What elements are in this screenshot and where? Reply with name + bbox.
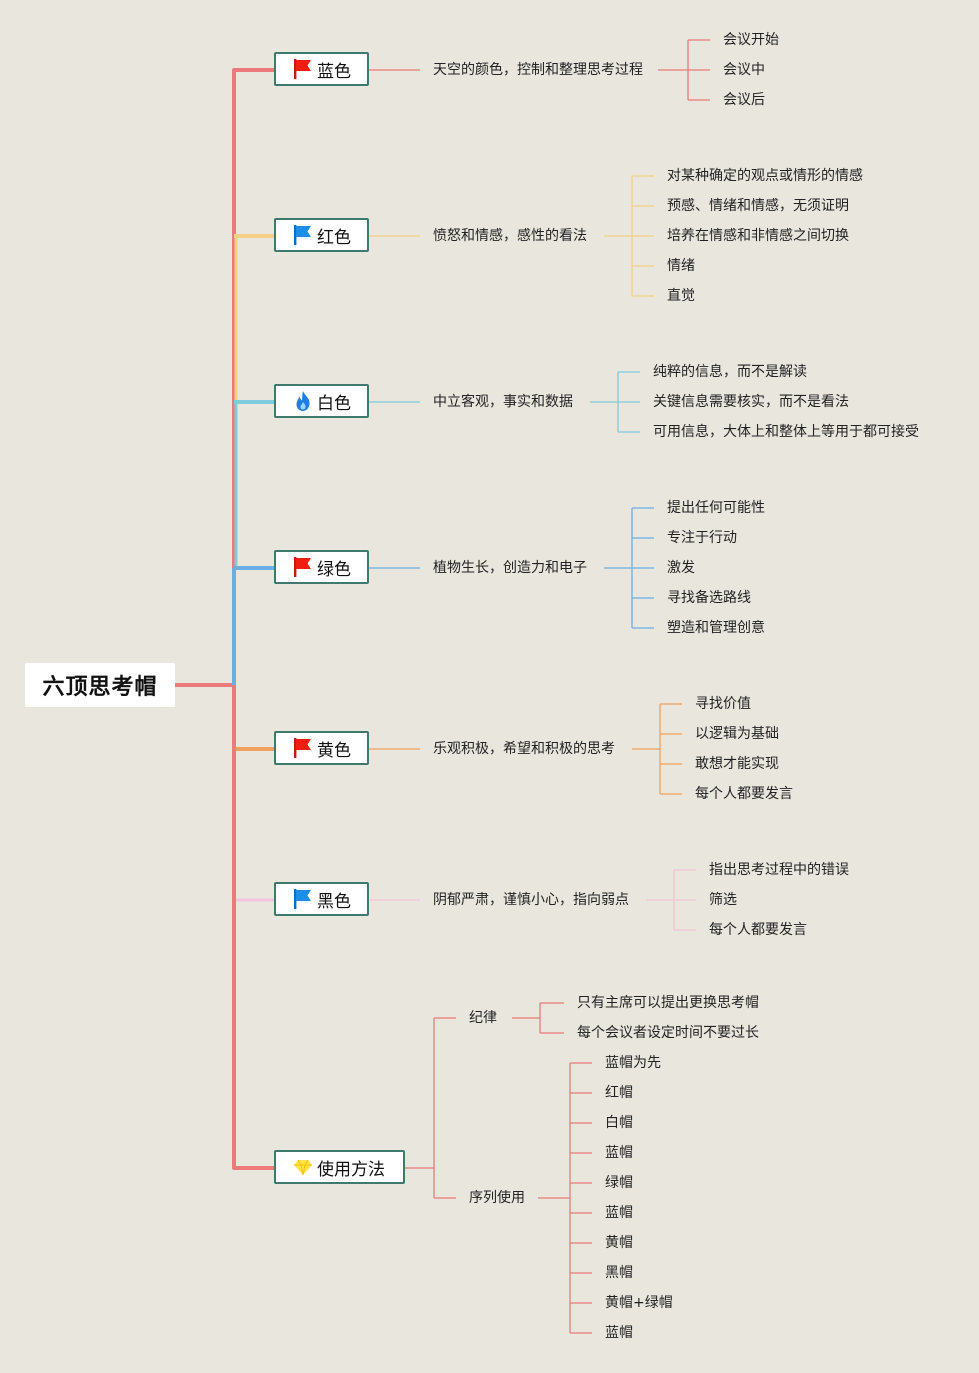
list-item[interactable]: 每个会议者设定时间不要过长 [577,1025,759,1041]
list-item[interactable]: 塑造和管理创意 [667,620,765,636]
list-item[interactable]: 预感、情绪和情感，无须证明 [667,198,849,214]
hat-label: 黄色 [317,740,351,761]
list-item[interactable]: 蓝帽 [605,1325,633,1341]
list-item[interactable]: 红帽 [605,1085,633,1101]
list-item[interactable]: 对某种确定的观点或情形的情感 [667,168,863,184]
list-item[interactable]: 会议后 [723,92,765,108]
list-item[interactable]: 敢想才能实现 [695,756,779,772]
list-item[interactable]: 绿帽 [605,1175,633,1191]
list-item[interactable]: 筛选 [709,892,737,908]
list-item[interactable]: 蓝帽为先 [605,1055,661,1071]
black-hat-node[interactable]: 黑色 [274,882,369,916]
white-hat-node[interactable]: 白色 [274,384,369,418]
list-item[interactable]: 寻找备选路线 [667,590,751,606]
connector-line [232,685,274,1170]
list-item[interactable]: 培养在情感和非情感之间切换 [667,228,849,244]
list-item[interactable]: 寻找价值 [695,696,751,712]
list-item[interactable]: 只有主席可以提出更换思考帽 [577,995,759,1011]
connector-line [175,68,274,687]
branch-description[interactable]: 天空的颜色，控制和整理思考过程 [433,62,643,78]
red-hat-node[interactable]: 红色 [274,218,369,252]
hat-label: 红色 [317,227,351,248]
usage-node[interactable]: 使用方法 [274,1150,405,1184]
list-item[interactable]: 蓝帽 [605,1145,633,1161]
list-item[interactable]: 黑帽 [605,1265,633,1281]
list-item[interactable]: 提出任何可能性 [667,500,765,516]
hat-label: 绿色 [317,559,351,580]
discipline-node[interactable]: 纪律 [469,1010,497,1026]
list-item[interactable]: 情绪 [667,258,695,274]
fire-icon [292,390,314,412]
list-item[interactable]: 每个人都要发言 [695,786,793,802]
yellow-hat-node[interactable]: 黄色 [274,731,369,765]
diamond-icon [292,1156,314,1178]
list-item[interactable]: 直觉 [667,288,695,304]
hat-label: 黑色 [317,891,351,912]
branch-description[interactable]: 愤怒和情感，感性的看法 [433,228,587,244]
red-flag-icon [292,58,314,80]
root-topic[interactable]: 六顶思考帽 [25,663,175,707]
list-item[interactable]: 关键信息需要核实，而不是看法 [653,394,849,410]
red-flag-icon [292,556,314,578]
list-item[interactable]: 会议开始 [723,32,779,48]
list-item[interactable]: 每个人都要发言 [709,922,807,938]
hat-label: 白色 [317,393,351,414]
sequence-node[interactable]: 序列使用 [469,1190,525,1206]
branch-description[interactable]: 中立客观，事实和数据 [433,394,573,410]
list-item[interactable]: 激发 [667,560,695,576]
blue-flag-icon [292,888,314,910]
green-hat-node[interactable]: 绿色 [274,550,369,584]
list-item[interactable]: 黄帽+绿帽 [605,1295,673,1311]
blue-hat-node[interactable]: 蓝色 [274,52,369,86]
list-item[interactable]: 以逻辑为基础 [695,726,779,742]
blue-flag-icon [292,224,314,246]
red-flag-icon [292,737,314,759]
list-item[interactable]: 黄帽 [605,1235,633,1251]
list-item[interactable]: 白帽 [605,1115,633,1131]
branch-description[interactable]: 阴郁严肃，谨慎小心，指向弱点 [433,892,629,908]
branch-description[interactable]: 植物生长，创造力和电子 [433,560,587,576]
list-item[interactable]: 专注于行动 [667,530,737,546]
list-item[interactable]: 会议中 [723,62,765,78]
list-item[interactable]: 蓝帽 [605,1205,633,1221]
list-item[interactable]: 指出思考过程中的错误 [709,862,849,878]
hat-label: 蓝色 [317,61,351,82]
hat-label: 使用方法 [317,1159,385,1180]
list-item[interactable]: 可用信息，大体上和整体上等用于都可接受 [653,424,919,440]
list-item[interactable]: 纯粹的信息，而不是解读 [653,364,807,380]
branch-description[interactable]: 乐观积极，希望和积极的思考 [433,741,615,757]
